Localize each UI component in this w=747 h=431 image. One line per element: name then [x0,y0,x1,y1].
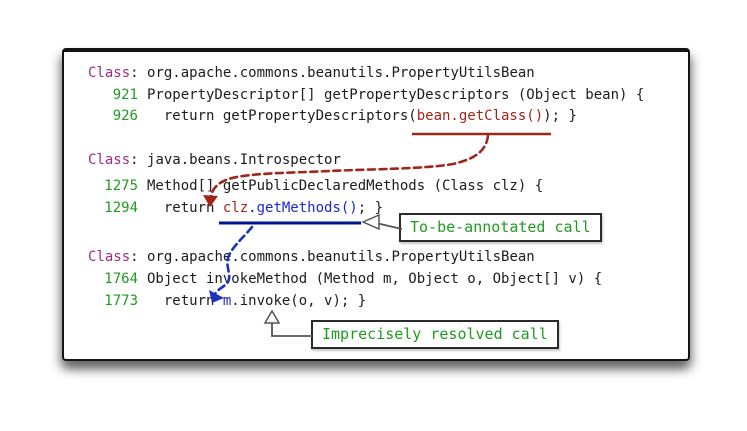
class-name: org.apache.commons.beanutils.PropertyUti… [147,65,535,81]
class-keyword: Class [88,249,131,265]
class-name: java.beans.Introspector [147,152,341,168]
code-text: ; } [357,200,384,216]
highlighted-receiver-m: m [222,293,232,309]
highlighted-call-bean-getclass: bean.getClass() [416,108,544,124]
class-header-3: Class: org.apache.commons.beanutils.Prop… [88,248,535,266]
highlighted-receiver-clz: clz [222,200,249,216]
class-header-1: Class: org.apache.commons.beanutils.Prop… [88,64,535,82]
code-text: ); } [543,108,577,124]
line-number: 1275 [104,178,138,194]
class-header-2: Class: java.beans.Introspector [88,151,341,169]
callout-imprecisely-resolved: Imprecisely resolved call [311,320,559,349]
figure-box [62,48,690,361]
highlighted-call-getmethods: getMethods() [256,200,358,216]
callout-label: To-be-annotated call [410,218,591,236]
code-text: return [147,200,223,216]
code-text: Method[] getPublicDeclaredMethods (Class… [147,178,544,194]
code-text: .invoke(o, v); } [231,293,367,309]
code-line-926: 926 return getPropertyDescriptors(bean.g… [88,107,577,125]
class-separator: : [130,152,148,168]
class-keyword: Class [88,152,131,168]
line-number: 1764 [104,271,138,287]
code-line-1294: 1294 return clz.getMethods(); } [88,199,383,217]
callout-label: Imprecisely resolved call [322,325,548,343]
line-number: 926 [112,108,138,124]
line-number: 1773 [104,293,138,309]
code-line-1764: 1764 Object invokeMethod (Method m, Objec… [88,270,602,288]
code-text: return [147,293,223,309]
code-text: Object invokeMethod (Method m, Object o,… [147,271,603,287]
code-text: PropertyDescriptor[] getPropertyDescript… [147,87,645,103]
callout-to-be-annotated: To-be-annotated call [399,213,602,242]
class-separator: : [130,65,148,81]
class-separator: : [130,249,148,265]
code-line-1275: 1275 Method[] getPublicDeclaredMethods (C… [88,177,543,195]
code-text: return getPropertyDescriptors( [147,108,417,124]
class-keyword: Class [88,65,131,81]
code-line-921: 921 PropertyDescriptor[] getPropertyDescr… [88,86,645,104]
line-number: 1294 [104,200,138,216]
code-line-1773: 1773 return m.invoke(o, v); } [88,292,366,310]
line-number: 921 [112,87,138,103]
code-text: . [248,200,257,216]
class-name: org.apache.commons.beanutils.PropertyUti… [147,249,535,265]
